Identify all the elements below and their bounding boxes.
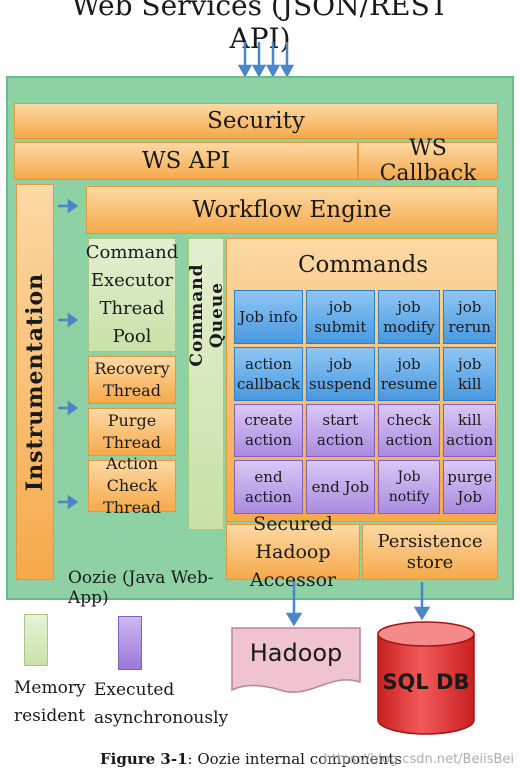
- purge-thread: Purge Thread: [88, 408, 176, 456]
- commands-grid: Job info job submit job modify job rerun…: [234, 290, 497, 514]
- instrumentation-label: Instrumentation: [22, 272, 48, 492]
- command-purge-job: purge Job: [443, 460, 497, 514]
- recovery-thread: Recovery Thread: [88, 356, 176, 404]
- command-create-action: create action: [234, 403, 303, 458]
- command-start-action: start action: [305, 403, 375, 458]
- sql-db-cylinder-icon: [377, 621, 475, 735]
- command-job-modify: job modify: [377, 290, 441, 344]
- ws-api-layer: WS API: [14, 142, 358, 180]
- command-job-resume: job resume: [377, 346, 441, 401]
- command-job-info: Job info: [234, 290, 303, 344]
- figure-caption-number: Figure 3-1: [100, 750, 188, 768]
- command-job-rerun: job rerun: [443, 290, 497, 344]
- command-end-action: end action: [234, 460, 303, 514]
- sql-db-label: SQL DB: [382, 670, 470, 694]
- figure-caption-text: : Oozie internal components: [187, 750, 402, 768]
- legend-async-swatch: [118, 616, 142, 670]
- accessor-arrows-icon: [285, 582, 431, 627]
- command-job-submit: job submit: [305, 290, 375, 344]
- down-arrows-icon: [237, 42, 295, 78]
- command-job-suspend: job suspend: [305, 346, 375, 401]
- command-action-callback: action callback: [234, 346, 303, 401]
- persistence-store: Persistence store: [362, 524, 498, 580]
- watermark: https://blog.csdn.net/BeiisBei: [323, 752, 515, 767]
- command-job-notify: Job notify: [377, 460, 441, 514]
- instrumentation-layer: Instrumentation: [16, 184, 54, 580]
- right-arrows-icon: [58, 198, 79, 510]
- secured-hadoop-accessor: Secured Hadoop Accessor: [226, 513, 360, 591]
- command-kill-action: kill action: [443, 403, 497, 458]
- action-check-thread: Action Check Thread: [88, 454, 176, 517]
- command-queue-label: Command Queue: [187, 263, 227, 367]
- hadoop-document-icon: [231, 627, 361, 693]
- hadoop-label: Hadoop: [249, 639, 343, 667]
- legend-memory-swatch: [24, 614, 48, 666]
- commands-title: Commands: [297, 252, 429, 278]
- figure-caption: Figure 3-1: Oozie internal components: [100, 750, 420, 772]
- workflow-engine-layer: Workflow Engine: [86, 186, 498, 234]
- oozie-webapp-label: Oozie (Java Web-App): [68, 568, 214, 608]
- ws-callback-layer: WS Callback: [358, 136, 498, 186]
- command-executor-thread-pool: Command Executor Thread Pool: [86, 238, 178, 352]
- command-check-action: check action: [377, 403, 441, 458]
- command-job-kill: job kill: [443, 346, 497, 401]
- command-queue: Command Queue: [187, 238, 227, 530]
- security-layer: Security: [14, 103, 498, 139]
- legend-memory-label: Memory resident: [14, 678, 86, 726]
- legend-async-label: Executed asynchronously: [94, 680, 229, 728]
- web-services-title: Web Services (JSON/REST API): [71, 0, 449, 55]
- command-end-job: end Job: [305, 460, 375, 514]
